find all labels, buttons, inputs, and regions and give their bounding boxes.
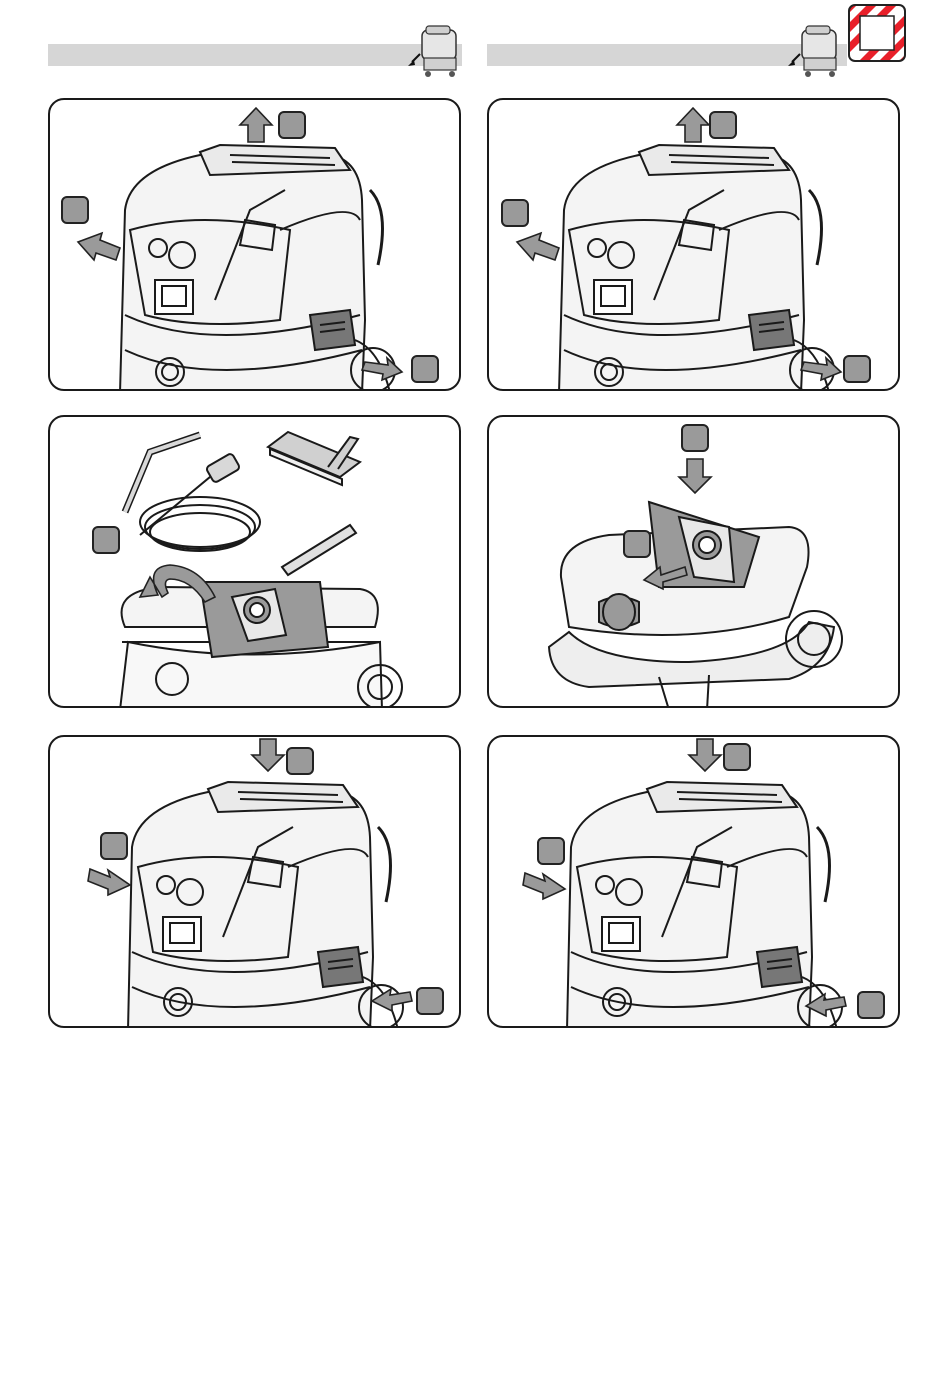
instruction-panel-remove-accessories-bag	[48, 415, 461, 708]
dust-container-illustration	[120, 582, 402, 708]
step-badge	[857, 991, 885, 1019]
instruction-panel-replace-head	[48, 735, 461, 1028]
accessories-illustration	[125, 432, 360, 575]
vacuum-head-illustration	[559, 145, 834, 391]
instruction-panel-replace-head-m	[487, 735, 900, 1028]
step-badge	[723, 743, 751, 771]
dust-container-illustration	[549, 502, 842, 708]
step-badge	[411, 355, 439, 383]
hazard-warning-sign-icon	[848, 4, 906, 62]
vacuum-head-illustration	[120, 145, 395, 391]
vacuum-head-illustration	[128, 782, 403, 1028]
step-badge	[92, 526, 120, 554]
vacuum-thumbnail-icon	[400, 20, 464, 80]
instruction-panel-insert-bag	[487, 415, 900, 708]
step-badge	[61, 196, 89, 224]
instruction-panel-remove-head-m	[487, 98, 900, 391]
step-badge	[681, 424, 709, 452]
step-badge	[278, 111, 306, 139]
step-badge	[623, 530, 651, 558]
step-badge	[709, 111, 737, 139]
step-badge	[100, 832, 128, 860]
step-badge	[501, 199, 529, 227]
step-badge	[843, 355, 871, 383]
vacuum-thumbnail-icon	[780, 20, 844, 80]
vacuum-head-illustration	[567, 782, 842, 1028]
instruction-panel-remove-head	[48, 98, 461, 391]
step-badge	[537, 837, 565, 865]
step-badge	[286, 747, 314, 775]
step-badge	[416, 987, 444, 1015]
